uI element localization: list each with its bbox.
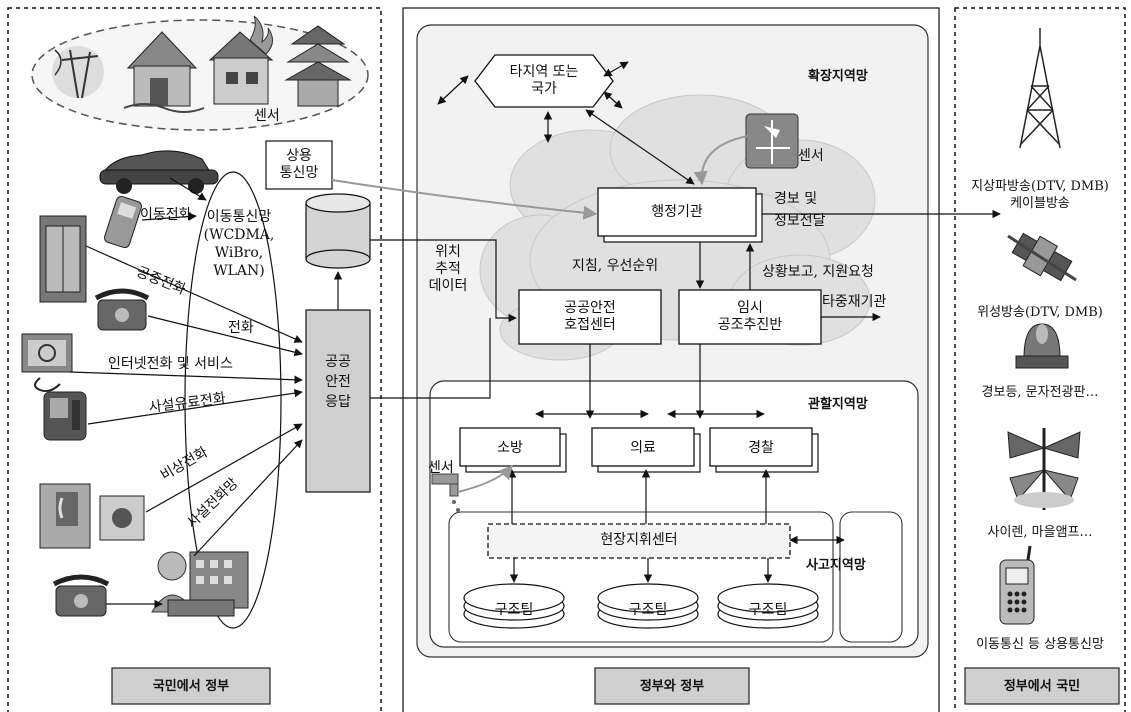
other-agencies-label: 타중재기관 [822, 294, 887, 310]
cell-phone-icon [999, 545, 1035, 625]
computer-icon [21, 333, 73, 393]
internet-phone-label: 인터넷전화 및 서비스 [108, 356, 233, 372]
right-footer-label: 정부에서 국민 [1003, 679, 1081, 694]
pay-phone-arrow [87, 388, 303, 425]
temp-coordination-box [678, 289, 822, 345]
hex-arrow-3 [603, 61, 629, 77]
database-cylinder [305, 193, 371, 269]
rescue-team-label-3: 구조팀 [748, 602, 788, 618]
desk-phone-icon [94, 288, 150, 331]
emergency-phone-icon [39, 483, 91, 549]
field-command-box [487, 523, 791, 559]
phone-label: 전화 [228, 320, 254, 336]
status-report-label: 상황보고, 지원요청 [762, 264, 874, 280]
psap-box [518, 289, 662, 345]
operator-icon [151, 551, 249, 617]
alert-delivery-label: 경보 및 정보전달 [774, 191, 826, 229]
pay-phone-icon [43, 391, 87, 441]
center-panel-border [402, 7, 940, 712]
sensor-label: 센서 [254, 108, 280, 124]
mobile-phone-label: 이동전화 [140, 207, 192, 223]
satellite-icon [1007, 232, 1077, 282]
left-footer-box [111, 667, 271, 705]
commercial-to-admin-arrow [331, 179, 598, 220]
public-phone-arrow [85, 245, 303, 343]
pagoda-icon [284, 25, 352, 107]
center-footer-label: 정부와 정부 [639, 679, 705, 694]
siren-label: 사이렌, 마을앰프… [987, 525, 1093, 540]
phone-arrow [147, 315, 303, 357]
field-command-label: 현장지휘센터 [600, 532, 678, 548]
hex-arrow-4 [603, 91, 623, 109]
mobile-network-label: 이동통신망 (WCDMA, WiBro, WLAN) [203, 209, 275, 279]
guidance-priority-label: 지침, 우선순위 [572, 258, 659, 274]
mobile-network-ellipse [184, 171, 282, 629]
center-footer-box [594, 667, 750, 705]
mobile-phone-icon [104, 195, 142, 249]
field-sensor-label: 센서 [428, 460, 454, 476]
weather-sensor-label: 센서 [798, 148, 824, 164]
phone-booth-icon [39, 215, 87, 303]
sensor-faucet-icon [431, 473, 460, 512]
mobilephone-to-network-arrow [141, 212, 197, 221]
psap-label: 공공안전 호접센터 [564, 300, 616, 333]
fire-box [459, 427, 567, 473]
internet-phone-arrow [69, 371, 303, 384]
medical-box [591, 427, 701, 473]
extended-network-label: 확장지역망 [808, 69, 868, 84]
terrestrial-label: 지상파방송(DTV, DMB) 케이블방송 [971, 179, 1109, 211]
sensor-ellipse [31, 19, 369, 131]
location-data-label: 위치 추적 데이터 [428, 244, 468, 294]
right-footer-box [964, 667, 1120, 705]
siren-speaker-icon [1007, 428, 1081, 510]
sensor-to-fire-arrow [457, 464, 513, 493]
desk-phone-2-icon [52, 574, 110, 617]
db-to-psap-arrow [370, 239, 517, 323]
emergency-button-icon [99, 495, 145, 541]
left-panel-border [7, 7, 382, 712]
public-safety-answer-label: 공공 안전 응답 [325, 354, 351, 410]
right-panel-border [954, 7, 1126, 712]
mobile-commercial-label: 이동통신 등 상용통신망 [976, 637, 1104, 652]
admin-agency-box [597, 187, 757, 237]
satellite-label: 위성방송(DTV, DMB) [977, 305, 1103, 320]
other-region-hexagon [474, 54, 614, 108]
antenna-tower-icon [52, 46, 104, 99]
weather-vane-icon [745, 113, 799, 169]
broadcast-tower-icon [1019, 28, 1061, 149]
incident-network-label: 사고지역망 [806, 558, 866, 573]
other-region-label: 타지역 또는 국가 [509, 64, 579, 97]
car-icon [99, 150, 219, 194]
hex-arrow-1 [437, 75, 469, 105]
police-label: 경찰 [748, 440, 774, 456]
rescue-team-label-1: 구조팀 [494, 602, 534, 618]
rescue-team-label-2: 구조팀 [628, 602, 668, 618]
incident-network-side-box [839, 511, 903, 643]
temp-coordination-label: 임시 공조추진반 [717, 300, 783, 333]
warning-light-icon [1015, 323, 1069, 369]
flooded-house-icon [123, 31, 205, 113]
emergency-arrow [145, 423, 303, 513]
medical-label: 의료 [630, 440, 656, 456]
sensor-to-admin-arrow [693, 135, 749, 186]
fire-label: 소방 [497, 440, 523, 456]
burning-house-icon [208, 15, 274, 105]
hex-to-admin-arrow [585, 109, 695, 185]
left-footer-label: 국민에서 정부 [152, 679, 230, 694]
commercial-network-box [265, 140, 333, 190]
car-to-mobile-arrow [169, 177, 207, 201]
admin-agency-label: 행정기관 [651, 204, 703, 220]
private-network-arrow [193, 439, 303, 557]
rescue-team-disc-1 [463, 583, 565, 629]
commercial-network-label: 상용 통신망 [279, 148, 319, 181]
rescue-team-disc-3 [717, 583, 819, 629]
jurisdiction-network-label: 관할지역망 [808, 397, 868, 412]
answer-to-psap-line [370, 318, 491, 399]
rescue-team-disc-2 [597, 583, 699, 629]
warning-light-label: 경보등, 문자전광판… [981, 385, 1099, 400]
